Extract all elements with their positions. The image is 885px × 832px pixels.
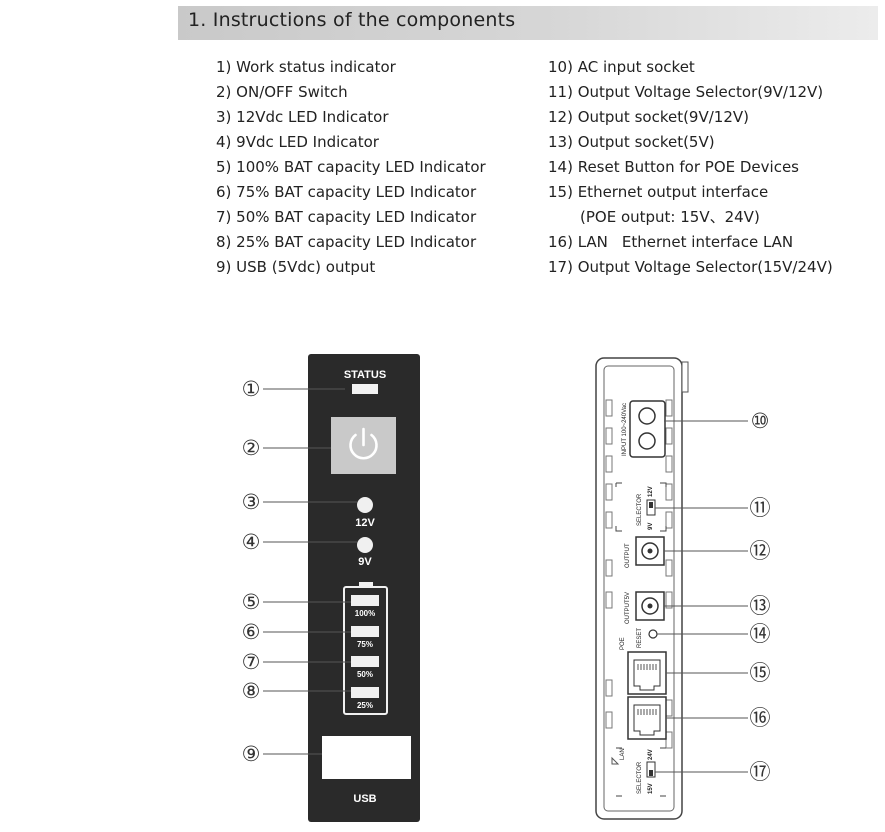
selector2-switch bbox=[646, 761, 656, 778]
side-notches bbox=[605, 399, 673, 749]
poe-label: POE bbox=[620, 637, 626, 650]
output5v-label: OUTPUT5V bbox=[625, 592, 631, 624]
usb-port bbox=[322, 736, 411, 779]
label-12v: 12V bbox=[355, 517, 375, 529]
callout-11: ⑪ bbox=[750, 497, 771, 520]
output-label: OUTPUT bbox=[625, 543, 631, 568]
list-item-continuation: (POE output: 15V、24V) bbox=[580, 208, 760, 226]
list-item: 14) Reset Button for POE Devices bbox=[548, 158, 799, 176]
callout-2: ② bbox=[242, 437, 261, 460]
front-panel-figure: STATUS 12V 9V 100% 75% 50% 25% USB bbox=[242, 354, 420, 822]
callout-1: ① bbox=[242, 378, 261, 401]
ac-pin-bottom bbox=[638, 432, 656, 450]
sel-15v-label: 15V bbox=[648, 783, 654, 794]
led-12v bbox=[357, 497, 373, 513]
list-item: 4) 9Vdc LED Indicator bbox=[216, 133, 379, 151]
selector2-bracket bbox=[616, 747, 666, 797]
ac-pin-top bbox=[638, 407, 656, 425]
led-75 bbox=[351, 626, 379, 637]
callout-12: ⑫ bbox=[750, 540, 771, 563]
callout-7: ⑦ bbox=[242, 651, 261, 674]
led-9v bbox=[357, 537, 373, 553]
led-25 bbox=[351, 687, 379, 698]
heading-bar bbox=[178, 6, 878, 40]
selector1-knob bbox=[649, 502, 653, 508]
power-icon bbox=[349, 427, 378, 460]
callout-10: ⑩ bbox=[751, 410, 770, 433]
callout-4: ④ bbox=[242, 531, 261, 554]
label-75: 75% bbox=[357, 640, 373, 649]
rear-callout-lines bbox=[655, 420, 748, 773]
list-item-lan-desc: Ethernet interface LAN bbox=[621, 233, 794, 251]
selector2-knob bbox=[649, 770, 653, 776]
label-100: 100% bbox=[355, 609, 375, 618]
callout-6: ⑥ bbox=[242, 621, 261, 644]
rear-panel-inner bbox=[603, 365, 675, 812]
output5v-pin bbox=[647, 603, 653, 609]
section-heading: 1. Instructions of the components bbox=[188, 9, 516, 31]
front-callout-lines bbox=[263, 388, 357, 755]
sel-24v-label: 24V bbox=[648, 749, 654, 760]
callout-15: ⑮ bbox=[750, 662, 771, 685]
callout-17: ⑰ bbox=[750, 761, 771, 784]
list-item: 8) 25% BAT capacity LED Indicator bbox=[216, 233, 477, 251]
list-item: 2) ON/OFF Switch bbox=[216, 83, 348, 101]
callout-5: ⑤ bbox=[242, 591, 261, 614]
callout-3: ③ bbox=[242, 491, 261, 514]
label-50: 50% bbox=[357, 670, 373, 679]
callout-16: ⑯ bbox=[750, 707, 771, 730]
selector2-label: SELECTOR bbox=[637, 761, 643, 794]
rear-clip bbox=[681, 361, 689, 393]
lan-port-pins bbox=[637, 709, 657, 715]
rear-panel-figure: INPUT 100~240Vac SELECTOR 9V 12V OUTPUT … bbox=[595, 357, 771, 820]
list-item: 3) 12Vdc LED Indicator bbox=[216, 108, 389, 126]
callout-13: ⑬ bbox=[750, 595, 771, 618]
list-item: 10) AC input socket bbox=[548, 58, 695, 76]
sel-12v-label: 12V bbox=[648, 486, 654, 497]
label-9v: 9V bbox=[358, 556, 372, 568]
lan-label: LAN bbox=[620, 748, 626, 760]
list-item: 13) Output socket(5V) bbox=[548, 133, 715, 151]
component-list-left: 1) Work status indicator 2) ON/OFF Switc… bbox=[216, 55, 486, 280]
list-item: 1) Work status indicator bbox=[216, 58, 396, 76]
list-item: 7) 50% BAT capacity LED Indicator bbox=[216, 208, 477, 226]
rear-arrow-mark bbox=[611, 756, 620, 765]
component-list-right: 10) AC input socket 11) Output Voltage S… bbox=[548, 55, 833, 280]
reset-button bbox=[648, 629, 658, 639]
callout-9: ⑨ bbox=[242, 743, 261, 766]
usb-label: USB bbox=[353, 793, 376, 805]
battery-icon bbox=[343, 582, 388, 715]
callout-14: ⑭ bbox=[750, 623, 771, 646]
list-item: 6) 75% BAT capacity LED Indicator bbox=[216, 183, 477, 201]
list-item: 15) Ethernet output interface bbox=[548, 183, 769, 201]
list-item: 17) Output Voltage Selector(15V/24V) bbox=[548, 258, 833, 276]
list-item-lan: 16) LAN bbox=[548, 233, 608, 251]
reset-label: RESET bbox=[637, 628, 643, 648]
label-25: 25% bbox=[357, 701, 373, 710]
input-label: INPUT 100~240Vac bbox=[622, 403, 628, 456]
sel-9v-label: 9V bbox=[648, 523, 654, 530]
list-item: 12) Output socket(9V/12V) bbox=[548, 108, 749, 126]
led-50 bbox=[351, 656, 379, 667]
list-item: 9) USB (5Vdc) output bbox=[216, 258, 376, 276]
selector1-bracket bbox=[615, 482, 667, 532]
poe-port-pins bbox=[637, 664, 657, 670]
led-100 bbox=[351, 595, 379, 606]
list-item: 16) LAN Ethernet interface LAN bbox=[548, 230, 833, 255]
output-socket-pin bbox=[647, 548, 653, 554]
status-label: STATUS bbox=[344, 369, 386, 381]
callout-8: ⑧ bbox=[242, 680, 261, 703]
list-item: 11) Output Voltage Selector(9V/12V) bbox=[548, 83, 824, 101]
list-item: 5) 100% BAT capacity LED Indicator bbox=[216, 158, 486, 176]
selector1-label: SELECTOR bbox=[637, 493, 643, 526]
status-led bbox=[352, 384, 378, 394]
